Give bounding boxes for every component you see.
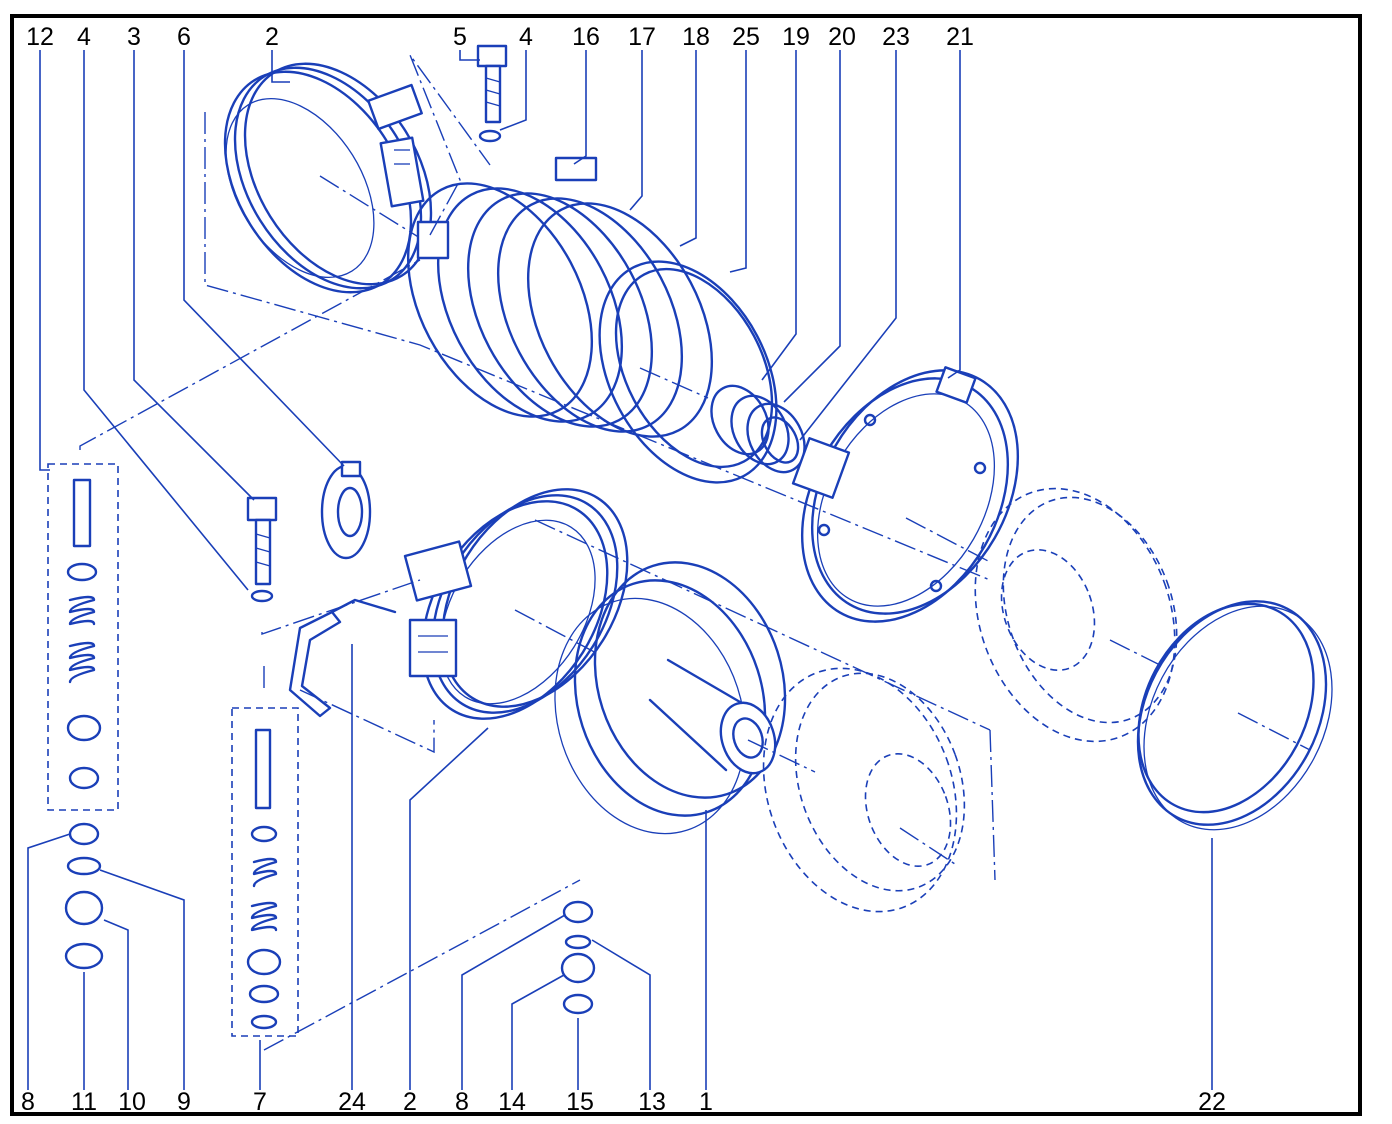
callout-6: 6: [177, 23, 191, 51]
callout-18: 18: [682, 23, 710, 51]
part-bearing-19-20: [710, 384, 806, 474]
callout-3: 3: [127, 23, 141, 51]
callout-16: 16: [572, 23, 600, 51]
callout-1: 1: [699, 1088, 713, 1116]
part-band-21: [791, 366, 1020, 623]
part-ghost-drum-bottom: [762, 667, 966, 913]
part-spring-clip-24: [288, 598, 397, 718]
callout-22: 22: [1198, 1088, 1226, 1116]
callout-10: 10: [118, 1088, 146, 1116]
leader-lines: [27, 50, 1213, 1090]
part-clutch-drum-pack: [406, 156, 714, 438]
centre-lines: [79, 54, 996, 1051]
callout-21: 21: [946, 23, 974, 51]
part-bolt-3: [246, 496, 278, 603]
part-ring-22: [1136, 600, 1333, 831]
callout-7: 7: [253, 1088, 267, 1116]
callout-23: 23: [882, 23, 910, 51]
part-servo-assembly-middle: [231, 707, 299, 1037]
callout-14: 14: [498, 1088, 526, 1116]
callout-20: 20: [828, 23, 856, 51]
callout-24: 24: [338, 1088, 366, 1116]
callout-4: 4: [519, 23, 533, 51]
callout-11: 11: [71, 1088, 97, 1116]
callout-8: 8: [455, 1088, 469, 1116]
callouts-bottom: 8 11 10 9 7 24 2 8 14 15 13 1 22: [21, 1088, 1226, 1116]
callout-2: 2: [265, 23, 279, 51]
part-brake-band-lower: [403, 488, 629, 720]
callout-8: 8: [21, 1088, 35, 1116]
callout-9: 9: [177, 1088, 191, 1116]
callout-4: 4: [77, 23, 91, 51]
part-bolt-5: [476, 44, 508, 143]
callout-15: 15: [566, 1088, 594, 1116]
part-plate-6: [320, 460, 372, 560]
part-drum-1: [554, 561, 816, 835]
part-ring-25: [598, 260, 778, 484]
callout-13: 13: [638, 1088, 666, 1116]
callout-25: 25: [732, 23, 760, 51]
callout-17: 17: [628, 23, 656, 51]
callouts-top: 12 4 3 6 2 5 4 16 17 18 25 19 20 23 21: [26, 23, 974, 51]
part-ghost-drum-right: [974, 487, 1178, 743]
callout-2: 2: [403, 1088, 417, 1116]
callout-12: 12: [26, 23, 54, 51]
callout-19: 19: [782, 23, 810, 51]
part-small-piston-group: [560, 900, 596, 1015]
callout-5: 5: [453, 23, 467, 51]
part-servo-assembly-left: [47, 463, 119, 970]
part-brake-band-upper: [223, 62, 433, 294]
